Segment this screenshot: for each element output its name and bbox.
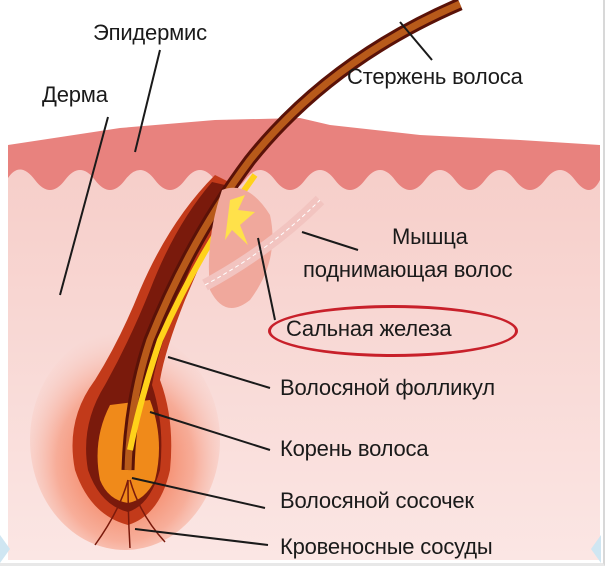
label-sebaceous-gland: Сальная железа <box>286 316 452 341</box>
leader-lines <box>59 21 433 546</box>
label-hair-follicle: Волосяной фолликул <box>280 375 495 400</box>
label-blood-vessels: Кровеносные сосуды <box>280 534 493 559</box>
label-arrector-muscle-1: Мышца <box>392 224 468 249</box>
label-epidermis: Эпидермис <box>93 20 207 45</box>
epidermis-layer <box>8 118 600 190</box>
label-hair-papilla: Волосяной сосочек <box>280 488 474 513</box>
highlight-ellipse <box>268 305 518 357</box>
label-hair-shaft: Стержень волоса <box>347 64 523 89</box>
label-dermis: Дерма <box>42 82 108 107</box>
label-arrector-muscle-2: поднимающая волос <box>303 257 513 282</box>
prev-arrow-icon[interactable] <box>0 535 10 563</box>
label-hair-root: Корень волоса <box>280 436 429 461</box>
next-arrow-icon[interactable] <box>591 535 601 563</box>
